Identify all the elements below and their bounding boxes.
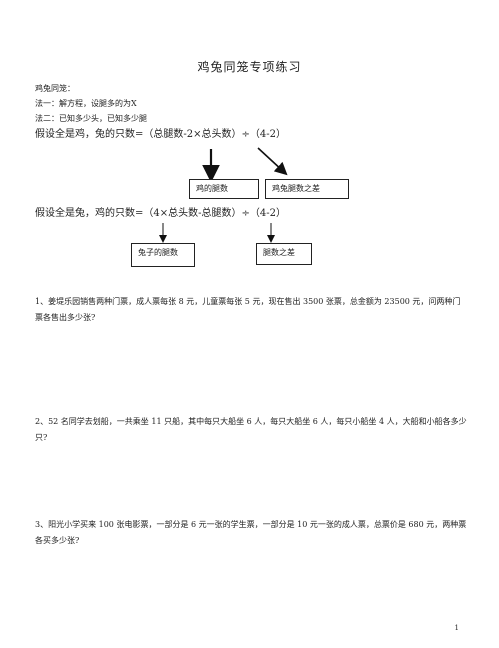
- page-title: 鸡兔同笼专项练习: [197, 60, 302, 74]
- method-one: 法一：解方程，设腿多的为X: [35, 99, 137, 108]
- question-1: 1、姜堤乐园销售两种门票，成人票每张 8 元，儿童票每张 5 元，现在售出 35…: [35, 297, 461, 322]
- box-chicken-legs: 鸡的腿数: [189, 179, 259, 199]
- arrow-to-leg-diff-chicken-rabbit: [257, 147, 288, 176]
- formula-assume-rabbit: 假设全是兔，鸡的只数=（4×总头数-总腿数）÷（4-2）: [35, 208, 286, 219]
- method-two: 法二：已知多少头，已知多少腿: [35, 114, 147, 123]
- box-rabbit-legs: 兔子的腿数: [131, 243, 195, 267]
- question-2: 2、52 名同学去划船，一共乘坐 11 只船，其中每只大船坐 6 人，每只大船坐…: [35, 417, 467, 442]
- intro-heading: 鸡兔同笼：: [35, 84, 75, 93]
- formula-assume-chicken: 假设全是鸡，兔的只数=（总腿数-2×总头数）÷（4-2）: [35, 129, 286, 140]
- page-number: 1: [454, 624, 459, 632]
- box-leg-diff: 腿数之差: [256, 243, 312, 265]
- question-3: 3、阳光小学买来 100 张电影票，一部分是 6 元一张的学生票，一部分是 10…: [35, 520, 467, 545]
- box-leg-diff-chicken-rabbit: 鸡兔腿数之差: [265, 179, 349, 199]
